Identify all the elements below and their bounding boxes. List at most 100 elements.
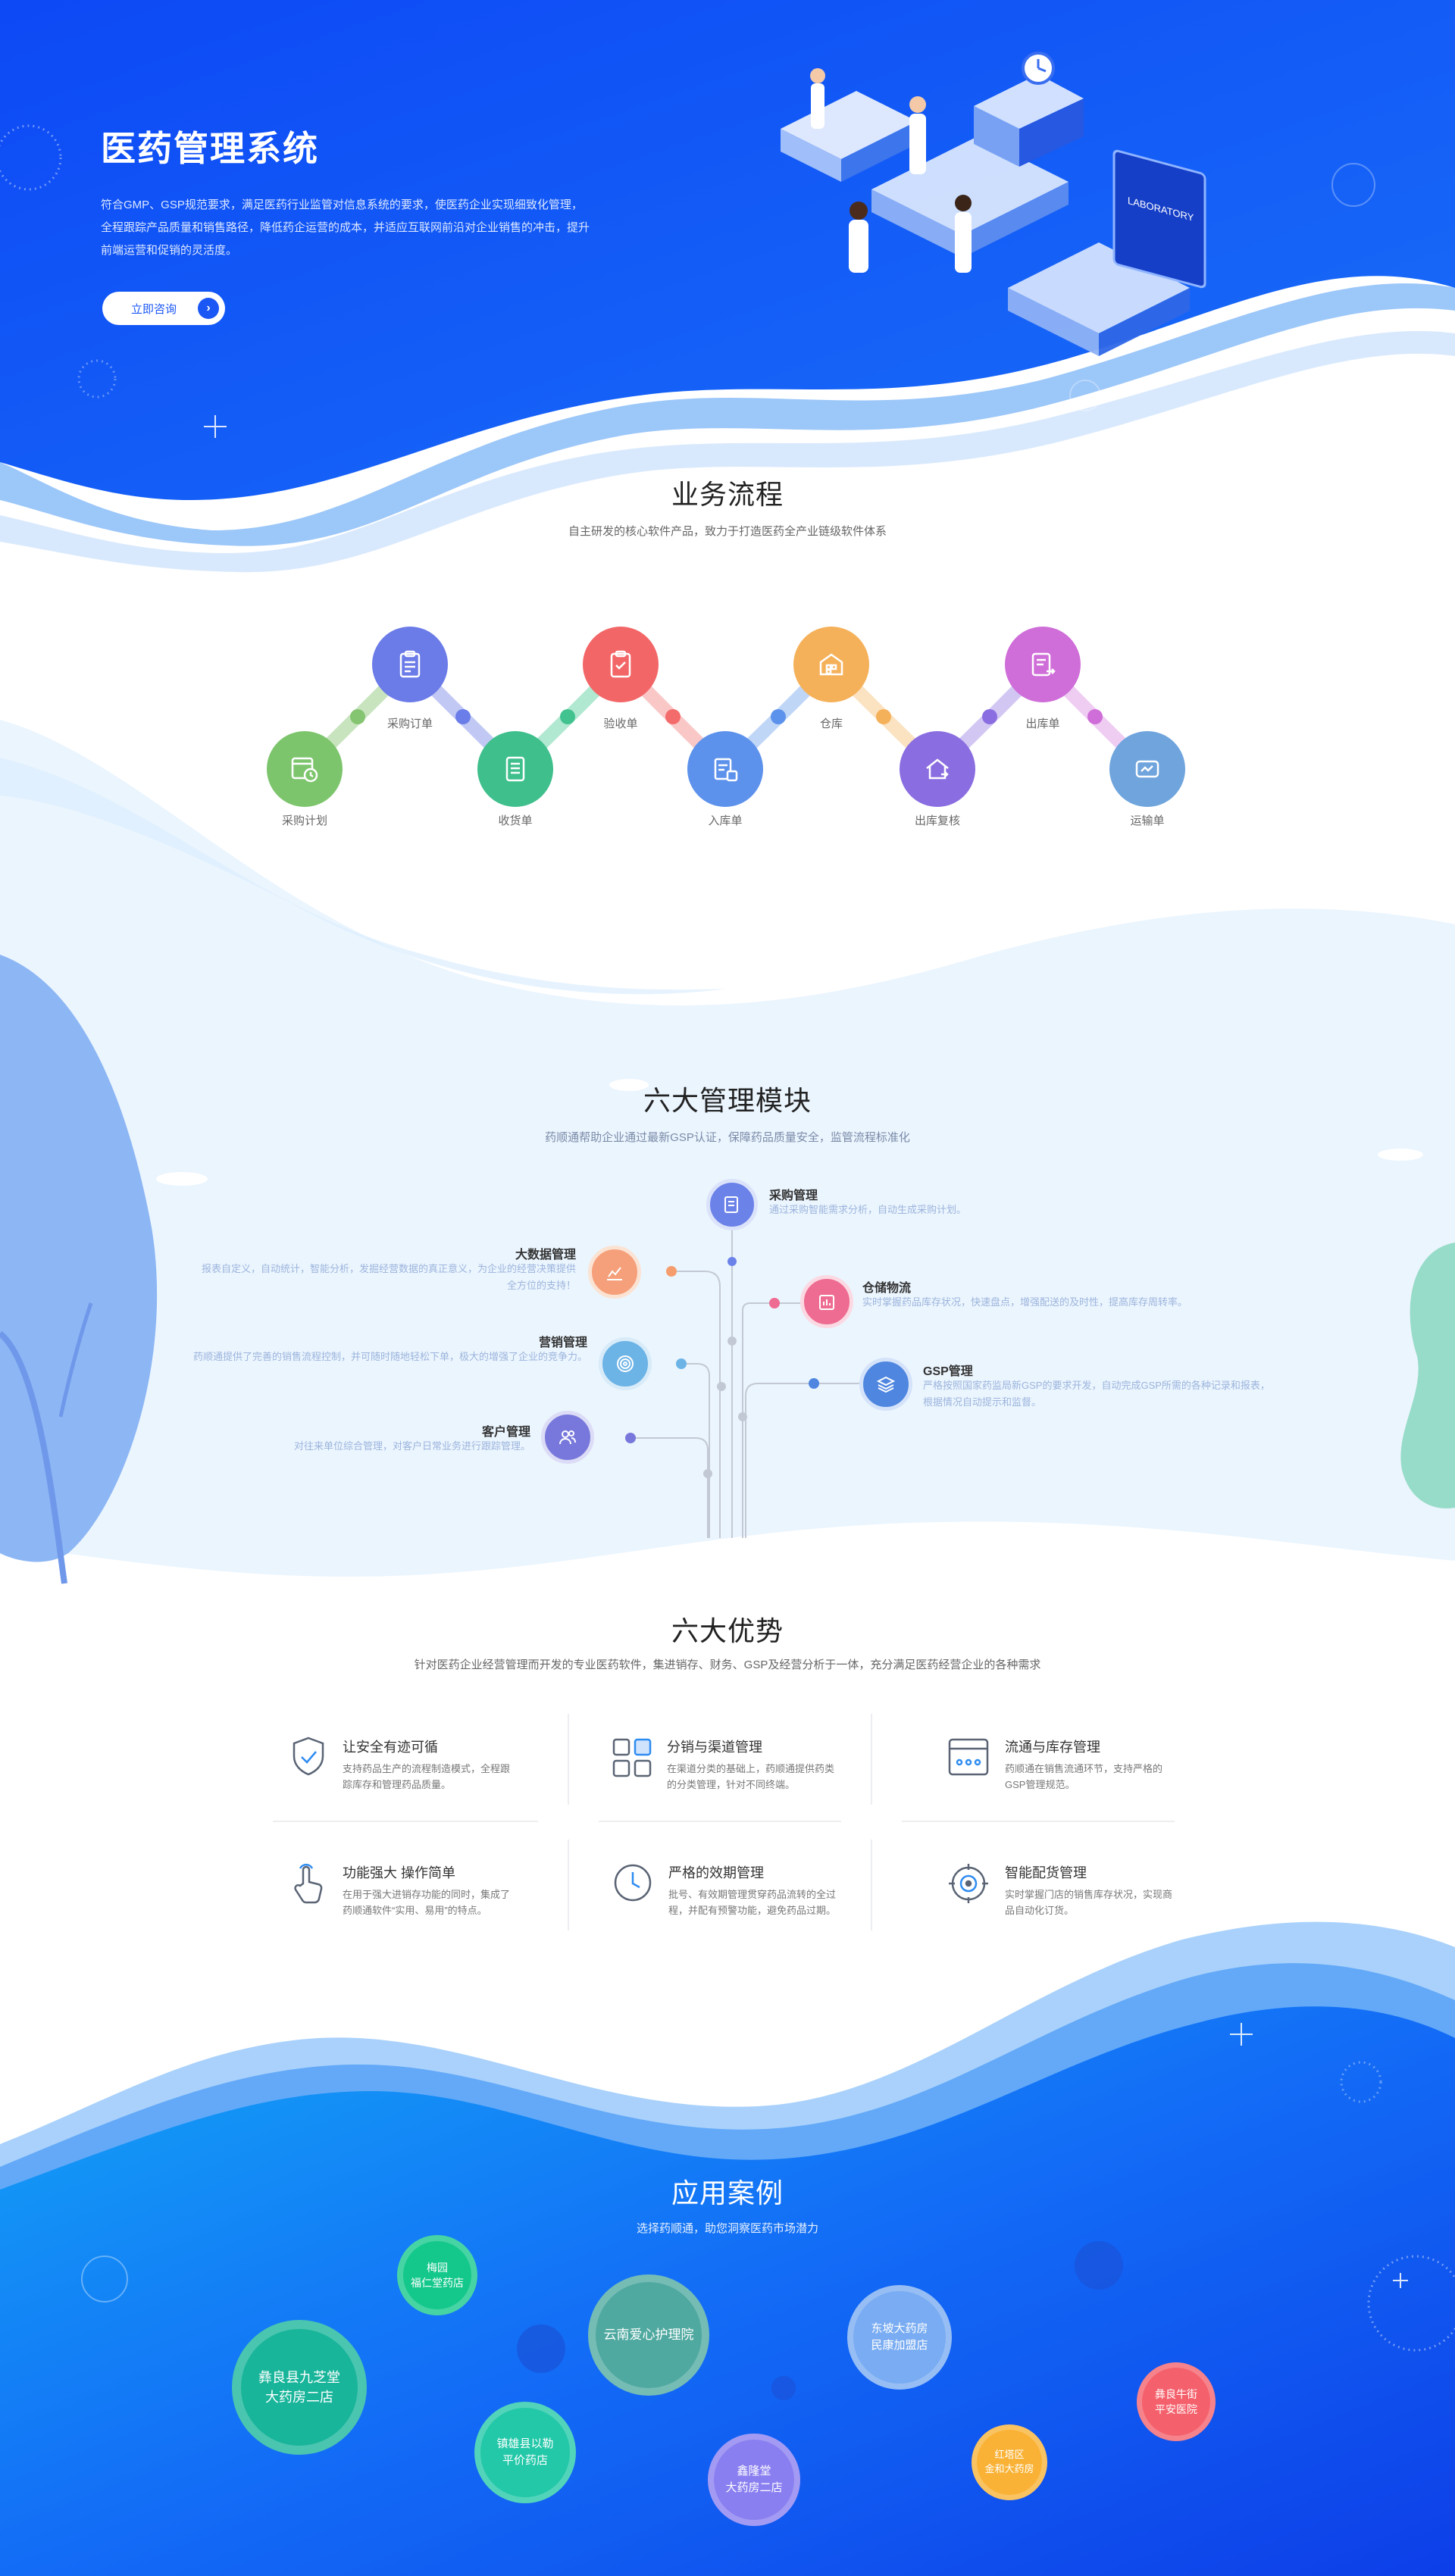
- case-name: 红塔区 金和大药房: [984, 2449, 1034, 2474]
- module-customer-icon-wrap[interactable]: [541, 1411, 594, 1464]
- case-bubble[interactable]: 梅园 福仁堂药店: [397, 2235, 477, 2315]
- advantage-description: 批号、有效期管理贯穿药品流转的全过程，并配有预警功能，避免药品过期。: [668, 1889, 837, 1916]
- target-gear-icon: [949, 1864, 988, 1903]
- document-out-icon: [1031, 652, 1056, 677]
- process-step-outbound-order[interactable]: [1005, 627, 1081, 702]
- module-title: GSP管理: [923, 1365, 973, 1378]
- process-step-label: 采购订单: [386, 717, 433, 730]
- process-step-warehouse[interactable]: [793, 627, 869, 702]
- case-name: 镇雄县以勒 平价药店: [496, 2437, 554, 2467]
- consult-button-label: 立即咨询: [131, 302, 177, 316]
- target-icon: [617, 1355, 634, 1372]
- process-step-label: 验收单: [603, 717, 638, 730]
- layers-icon: [876, 1376, 896, 1393]
- modules-tree-lines: [625, 1227, 861, 1538]
- module-description: 报表自定义，自动统计，智能分析，发掘经营数据的真正意义，为企业的经营决策提供全方…: [201, 1263, 576, 1291]
- process-step-purchase-plan[interactable]: [267, 731, 343, 807]
- document-icon: [724, 1196, 738, 1213]
- modules-section-title: 六大管理模块: [643, 1085, 812, 1116]
- grid-icon: [612, 1738, 652, 1777]
- case-bubble[interactable]: 镇雄县以勒 平价药店: [474, 2402, 576, 2503]
- case-name: 东坡大药房 民康加盟店: [871, 2322, 928, 2352]
- module-marketing-icon-wrap[interactable]: [599, 1337, 652, 1390]
- advantage-title: 流通与库存管理: [1005, 1740, 1100, 1755]
- advantage-title: 功能强大 操作简单: [343, 1865, 456, 1880]
- case-bubble[interactable]: 鑫隆堂 大药房二店: [708, 2434, 800, 2526]
- process-step-label: 出库复核: [914, 814, 960, 827]
- module-title: 采购管理: [769, 1190, 818, 1202]
- truck-icon: [1135, 760, 1159, 778]
- case-name: 彝良牛街 平安医院: [1155, 2387, 1197, 2415]
- case-bubble[interactable]: 彝良县九芝堂 大药房二店: [232, 2320, 367, 2455]
- case-bubble[interactable]: 东坡大药房 民康加盟店: [847, 2285, 952, 2390]
- chart-icon: [607, 1267, 622, 1280]
- module-description: 严格按照国家药监局新GSP的要求开发，自动完成GSP所需的各种记录和报表，根据情…: [923, 1380, 1270, 1408]
- module-description: 通过采购智能需求分析，自动生成采购计划。: [769, 1204, 967, 1215]
- window-icon: [948, 1738, 989, 1776]
- process-step-warehousing[interactable]: [687, 731, 763, 807]
- modules-section-subtitle: 药顺通帮助企业通过最新GSP认证，保障药品质量安全，监管流程标准化: [545, 1131, 910, 1144]
- advantage-description: 在用于强大进销存功能的同时，集成了药顺通软件“实用、易用”的特点。: [343, 1889, 511, 1916]
- process-step-label: 入库单: [708, 814, 743, 827]
- module-description: 药顺通提供了完善的销售流程控制，并可随时随地轻松下单，极大的增强了企业的竞争力。: [192, 1351, 587, 1362]
- advantage-title: 让安全有迹可循: [343, 1740, 438, 1755]
- clock-icon: [614, 1864, 652, 1902]
- process-section-subtitle: 自主研发的核心软件产品，致力于打造医药全产业链级软件体系: [568, 525, 887, 538]
- process-step-purchase-order[interactable]: [372, 627, 448, 702]
- process-step-outbound-review[interactable]: [900, 731, 975, 807]
- process-step-label: 运输单: [1130, 814, 1165, 827]
- case-name: 彝良县九芝堂 大药房二店: [258, 2369, 340, 2405]
- warehouse-icon: [819, 653, 843, 676]
- case-name: 云南爱心护理院: [603, 2327, 694, 2342]
- process-flow-connectors: [298, 658, 1154, 776]
- warehouse-in-icon: [714, 758, 738, 782]
- hero-description: 符合GMP、GSP规范要求，满足医药行业监管对信息系统的要求，使医药企业实现细致…: [101, 199, 590, 257]
- process-step-receipt[interactable]: [477, 731, 553, 807]
- consult-button[interactable]: 立即咨询 ›: [102, 292, 225, 325]
- module-title: 客户管理: [481, 1426, 530, 1439]
- module-description: 实时掌握药品库存状况，快速盘点，增强配送的及时性，提高库存周转率。: [862, 1296, 1188, 1308]
- case-bubble[interactable]: 云南爱心护理院: [588, 2274, 709, 2396]
- home-out-icon: [926, 758, 949, 780]
- process-step-label: 收货单: [498, 814, 533, 827]
- advantage-description: 支持药品生产的流程制造模式，全程跟踪库存和管理药品质量。: [343, 1763, 511, 1790]
- clipboard-check-icon: [610, 650, 631, 678]
- advantages-section-subtitle: 针对医药企业经营管理而开发的专业医药软件，集进销存、财务、GSP及经营分析于一体…: [414, 1658, 1041, 1671]
- shield-check-icon: [293, 1737, 324, 1776]
- advantages-section-title: 六大优势: [671, 1615, 784, 1646]
- advantage-description: 实时掌握门店的销售库存状况，实现商品自动化订货。: [1005, 1889, 1173, 1916]
- case-bubble[interactable]: 红塔区 金和大药房: [972, 2424, 1047, 2500]
- advantages-grid-dividers: [273, 1714, 1175, 1930]
- case-name: 梅园 福仁堂药店: [411, 2261, 464, 2289]
- hero-title: 医药管理系统: [101, 129, 319, 168]
- process-step-label: 仓库: [819, 717, 843, 730]
- laboratory-illustration: LABORATORY: [781, 52, 1206, 356]
- advantage-title: 严格的效期管理: [668, 1865, 764, 1880]
- receipt-icon: [505, 756, 525, 782]
- cases-section-subtitle: 选择药顺通，助您洞察医药市场潜力: [636, 2222, 818, 2235]
- module-title: 仓储物流: [862, 1282, 912, 1295]
- advantage-description: 药顺通在销售流通环节，支持严格的GSP管理规范。: [1005, 1763, 1163, 1790]
- advantage-description: 在渠道分类的基础上，药顺通提供药类的分类管理，针对不同终端。: [667, 1763, 835, 1790]
- module-gsp-icon-wrap[interactable]: [859, 1358, 912, 1411]
- module-purchase-icon-wrap[interactable]: [706, 1179, 758, 1230]
- module-title: 营销管理: [538, 1336, 587, 1349]
- module-storage-icon-wrap[interactable]: [800, 1275, 853, 1328]
- users-icon: [559, 1430, 576, 1445]
- process-step-inspection[interactable]: [583, 627, 659, 702]
- module-description: 对往来单位综合管理，对客户日常业务进行跟踪管理。: [293, 1440, 530, 1452]
- advantage-title: 智能配货管理: [1005, 1865, 1087, 1880]
- calendar-clock-icon: [291, 757, 318, 783]
- module-title: 大数据管理: [515, 1249, 576, 1261]
- clipboard-icon: [399, 650, 421, 678]
- process-section-title: 业务流程: [671, 479, 784, 510]
- chart-box-icon: [819, 1295, 834, 1310]
- module-bigdata-icon-wrap[interactable]: [588, 1246, 641, 1299]
- cases-section-title: 应用案例: [671, 2177, 784, 2209]
- case-bubble[interactable]: 彝良牛街 平安医院: [1137, 2362, 1216, 2441]
- process-step-label: 采购计划: [281, 814, 327, 827]
- process-step-transport[interactable]: [1109, 731, 1185, 807]
- process-step-label: 出库单: [1025, 717, 1060, 730]
- chevron-right-icon: ›: [198, 298, 219, 319]
